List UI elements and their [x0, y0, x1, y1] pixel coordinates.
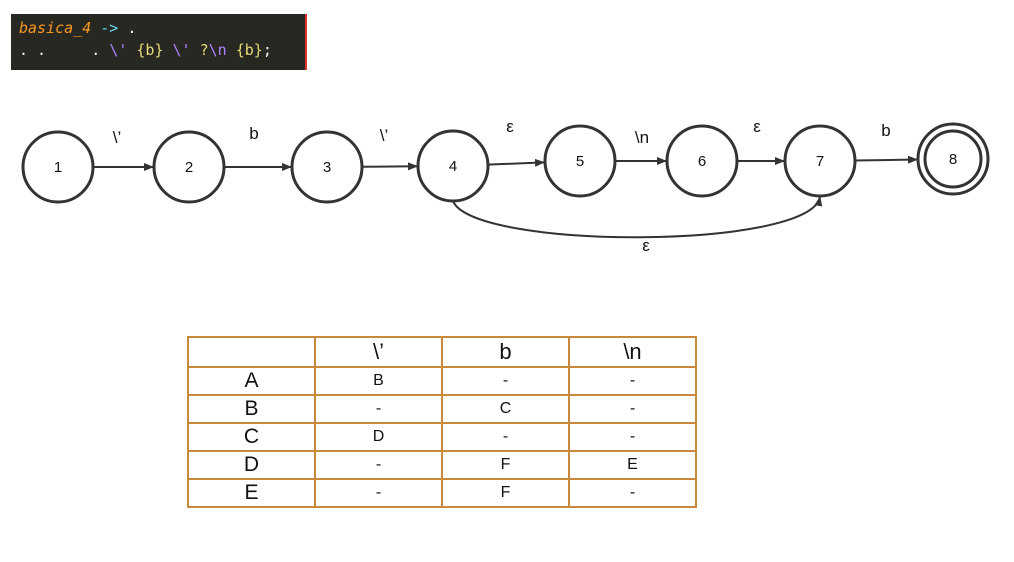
state-circle — [416, 129, 490, 203]
code-token: ? — [199, 41, 209, 59]
transition-arrow-4-5 — [487, 158, 546, 167]
table-cell: - — [441, 366, 570, 396]
code-dots: . . . — [19, 41, 110, 59]
transitions-layer: \’ b \’ ε \n ε b ε — [93, 117, 919, 255]
table-cell: B — [314, 366, 443, 396]
code-token — [191, 41, 200, 59]
table-cell: D — [314, 422, 443, 452]
table-header-cell: b — [441, 336, 570, 368]
state-label: 5 — [576, 153, 584, 170]
table-cell: - — [568, 478, 697, 508]
transition-label: ε — [506, 117, 514, 136]
table-row: B-C- — [187, 394, 697, 424]
state-2: 2 — [152, 130, 226, 204]
code-line-1-rest: . — [118, 19, 137, 37]
table-cell: E — [568, 450, 697, 480]
code-token — [227, 41, 236, 59]
transition-label: ε — [753, 117, 761, 136]
table-row-label: D — [187, 450, 316, 480]
state-label: 1 — [54, 159, 62, 176]
code-token: {b} — [235, 41, 263, 59]
state-label: 3 — [323, 159, 331, 176]
state-7: 7 — [783, 124, 857, 198]
table-cell: - — [314, 394, 443, 424]
transition-label: b — [249, 124, 258, 143]
state-label: 8 — [949, 151, 957, 168]
table-cell: - — [314, 478, 443, 508]
state-circle — [665, 124, 739, 198]
transition-label: ε — [642, 236, 650, 255]
table-row-label: A — [187, 366, 316, 396]
table-cell: - — [314, 450, 443, 480]
transition-arrow-7-8 — [854, 155, 919, 164]
transition-arrow-4-7 — [452, 196, 823, 239]
table-row-label: E — [187, 478, 316, 508]
automaton-diagram: \’ b \’ ε \n ε b ε 1 2 3 4 5 6 7 8 — [21, 117, 990, 255]
states-layer: 1 2 3 4 5 6 7 8 — [21, 122, 990, 204]
table-corner-cell — [187, 336, 316, 368]
state-circle — [290, 130, 364, 204]
table-cell: C — [441, 394, 570, 424]
transition-label: \n — [635, 128, 649, 147]
table-row-label: C — [187, 422, 316, 452]
code-rule-name: basica_4 — [19, 19, 92, 37]
state-8: 8 — [916, 122, 990, 196]
code-token: \n — [208, 41, 227, 59]
state-circle — [152, 130, 226, 204]
state-3: 3 — [290, 130, 364, 204]
table-cell: F — [441, 478, 570, 508]
code-line-2: . . . \' {b} \' ?\n {b}; — [19, 39, 297, 61]
state-6: 6 — [665, 124, 739, 198]
code-token: \' — [172, 41, 191, 59]
code-token — [164, 41, 173, 59]
table-header-cell: \n — [568, 336, 697, 368]
state-circle — [916, 122, 990, 196]
state-circle — [543, 124, 617, 198]
table-header-row: \’b\n — [187, 336, 697, 368]
accepting-state-ring — [923, 129, 983, 189]
state-label: 7 — [816, 153, 824, 170]
state-label: 4 — [449, 158, 457, 175]
state-label: 6 — [698, 153, 706, 170]
table-header-cell: \’ — [314, 336, 443, 368]
code-snippet: basica_4 -> .. . . \' {b} \' ?\n {b}; — [11, 14, 307, 70]
code-arrow: -> — [100, 19, 119, 37]
transition-label: b — [881, 121, 890, 140]
state-1: 1 — [21, 130, 95, 204]
table-cell: - — [568, 366, 697, 396]
state-label: 2 — [185, 159, 193, 176]
table-cell: F — [441, 450, 570, 480]
state-5: 5 — [543, 124, 617, 198]
transition-label: \’ — [113, 128, 122, 147]
state-circle — [21, 130, 95, 204]
table-cell: - — [568, 422, 697, 452]
table-row-label: B — [187, 394, 316, 424]
code-line-1: basica_4 -> . — [19, 17, 297, 39]
transition-label: \’ — [380, 126, 389, 145]
code-token: {b} — [136, 41, 164, 59]
table-row: E-F- — [187, 478, 697, 508]
table-cell: - — [568, 394, 697, 424]
table-cell: - — [441, 422, 570, 452]
code-token: ; — [262, 41, 272, 59]
state-4: 4 — [416, 129, 490, 203]
state-circle — [783, 124, 857, 198]
code-token: \' — [109, 41, 128, 59]
